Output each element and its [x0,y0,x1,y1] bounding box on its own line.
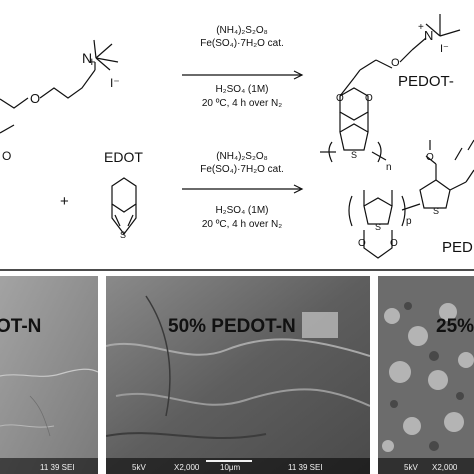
sem-code: 11 39 SEI [288,463,323,472]
edot-structure [111,177,137,235]
sem-panel-pedot-n: OT-N 11 39 SEI [0,276,98,474]
monomer-oxygen-fragment: O [2,149,11,163]
monomer-cation-charge: + [88,54,96,69]
reaction1-catalyst: Fe(SO₄)·7H₂O cat. [200,38,284,49]
sem-info-bar [378,458,474,474]
monomer-nitrogen: N [82,50,92,66]
plus-sign: + [60,193,69,210]
monomer-side-chain [0,97,29,109]
product2-oxygen-left: O [358,238,366,249]
sem-texture-smooth [0,276,98,474]
sem-panel-50-pedot-n: 50% PEDOT-N 5kV X2,000 10μm 11 39 SEI [106,276,370,474]
copolymer-structure [348,139,474,259]
sem-info-bar [106,458,370,474]
edot-sulfur: S [120,230,126,240]
product2-repeat-p: p [406,216,412,227]
product1-cation-charge: + [418,22,424,33]
monomer-iodide: I⁻ [110,76,120,90]
product2-sulfur-right: S [433,206,439,216]
reaction1-acid: H₂SO₄ (1M) [216,84,269,95]
sem-texture-rough [106,276,370,474]
sem-magnification: X2,000 [432,463,458,472]
reaction2-acid: H₂SO₄ (1M) [216,205,269,216]
monomer-side-chain-2 [39,69,96,99]
product1-ring-oxygen-left: O [336,93,344,104]
edot-label: EDOT [104,149,143,165]
product1-iodide: I⁻ [440,43,449,55]
product1-ring-oxygen-right: O [365,93,373,104]
reaction-scheme: (NH₄)₂S₂O₈ Fe(SO₄)·7H₂O cat. H₂SO₄ (1M) … [0,14,474,271]
product1-label: PEDOT- [398,73,454,90]
reaction1-conditions: 20 ºC, 4 h over N₂ [202,98,282,109]
sem-panel-title: OT-N [0,316,42,337]
reaction1-oxidant: (NH₄)₂S₂O₈ [216,25,268,36]
reaction2-oxidant: (NH₄)₂S₂O₈ [216,151,268,162]
sem-voltage: 5kV [404,463,418,472]
sem-texture-granular [378,276,474,474]
monomer-ether-oxygen: O [30,91,40,106]
sem-voltage: 5kV [132,463,146,472]
sem-code: 11 39 SEI [40,463,75,472]
sem-scale-label: 10μm [220,463,241,472]
product2-methoxy-oxygen: O [426,152,434,163]
sem-panel-title: 50% PEDOT-N [168,316,296,337]
product2-oxygen-right: O [390,238,398,249]
product1-repeat-n: n [386,162,392,173]
sem-scale-bar [206,460,252,462]
product1-sulfur: S [351,150,357,160]
product2-sulfur-left: S [375,222,381,232]
sem-panel-title: 25% [436,316,474,337]
product1-nitrogen: N [424,28,433,43]
sem-info-bar [0,458,98,474]
reaction2-catalyst: Fe(SO₄)·7H₂O cat. [200,164,284,175]
sem-panel-25-pedot-n: 25% 5kV X2,000 [378,276,474,474]
pedot-n-structure [320,14,461,163]
reaction2-conditions: 20 ºC, 4 h over N₂ [202,219,282,230]
sem-magnification: X2,000 [174,463,200,472]
product1-ether-oxygen: O [391,57,400,69]
product2-label: PED [442,239,473,256]
